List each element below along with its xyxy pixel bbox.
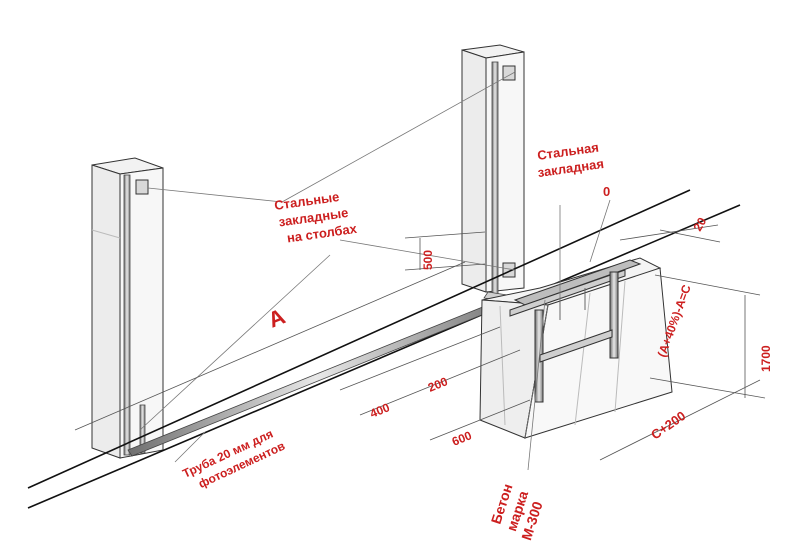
steel-embed-label: Стальная закладная	[536, 140, 604, 181]
steel-embeds-posts-label: Стальные закладные на столбах	[273, 189, 358, 246]
dim-20-label: 20	[690, 215, 709, 234]
dim-500-label: 500	[421, 250, 435, 270]
post-pipes	[123, 61, 499, 456]
concrete-label: Бетон марка М-300	[488, 482, 546, 542]
ground-lines	[27, 189, 741, 509]
zero-mark-label: 0	[603, 184, 610, 199]
dim-200-label: 200	[426, 374, 450, 395]
photocell-pipe	[127, 291, 541, 457]
dim-1700-label: 1700	[759, 345, 773, 372]
dim-c200-label: C+200	[648, 408, 688, 442]
dim-A-label: A	[265, 303, 289, 332]
leader-lines	[139, 71, 611, 471]
left-post	[91, 157, 164, 459]
pipe-note-label: Труба 20 мм для фотоэлементов	[180, 427, 287, 491]
post-embed-plates	[135, 65, 516, 278]
dim-600-label: 600	[450, 428, 474, 449]
dimension-lines	[74, 224, 766, 461]
